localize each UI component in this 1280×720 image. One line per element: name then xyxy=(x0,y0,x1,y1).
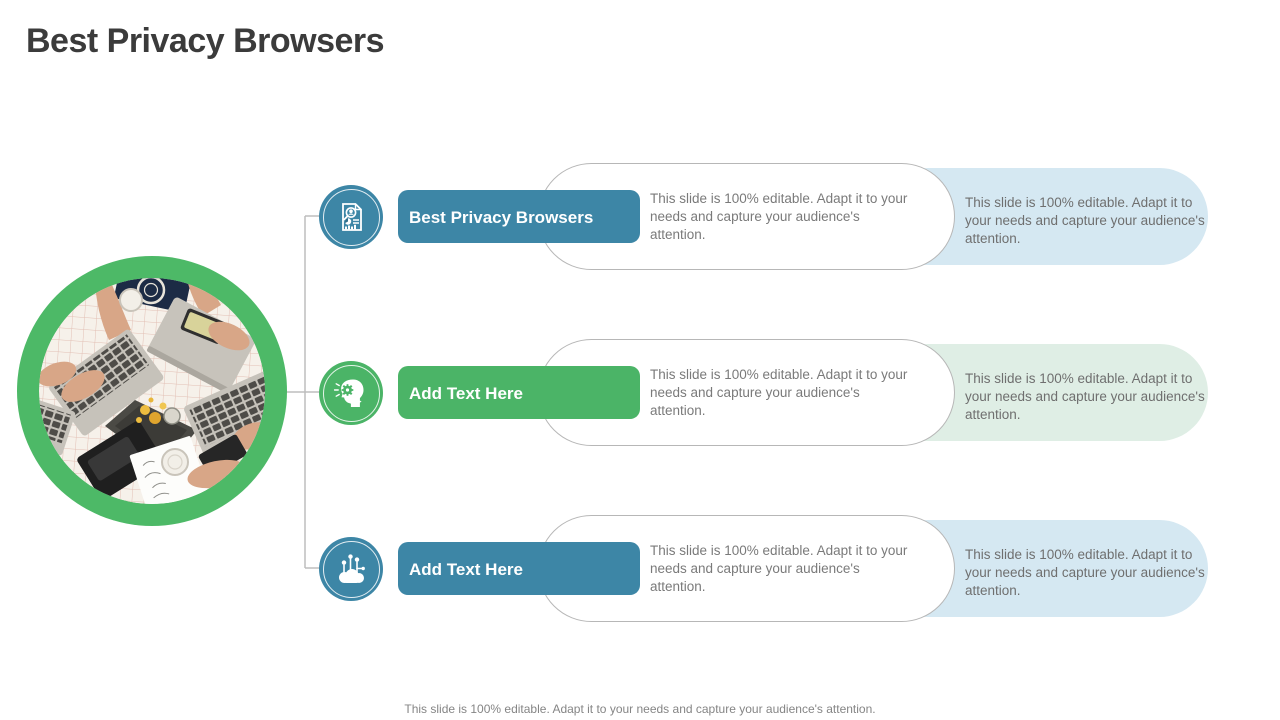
row-label-button[interactable]: Add Text Here xyxy=(398,366,640,419)
page-title: Best Privacy Browsers xyxy=(26,22,385,60)
team-photo xyxy=(39,278,265,504)
panel-text[interactable]: This slide is 100% editable. Adapt it to… xyxy=(650,543,908,594)
panel-text[interactable]: This slide is 100% editable. Adapt it to… xyxy=(650,367,908,418)
tinted-panel-text[interactable]: This slide is 100% editable. Adapt it to… xyxy=(965,195,1205,246)
creative-mind-icon xyxy=(319,361,383,425)
report-analysis-icon xyxy=(319,185,383,249)
footer-note: This slide is 100% editable. Adapt it to… xyxy=(404,702,876,716)
row-label-button[interactable]: Best Privacy Browsers xyxy=(398,190,640,243)
feature-row-1: This slide is 100% editable. Adapt it to… xyxy=(0,163,1280,270)
feature-row-3: This slide is 100% editable. Adapt it to… xyxy=(0,515,1280,622)
tinted-panel-text[interactable]: This slide is 100% editable. Adapt it to… xyxy=(965,547,1205,598)
tinted-panel-text[interactable]: This slide is 100% editable. Adapt it to… xyxy=(965,371,1205,422)
row-label-button[interactable]: Add Text Here xyxy=(398,542,640,595)
feature-row-2: This slide is 100% editable. Adapt it to… xyxy=(0,339,1280,446)
panel-text[interactable]: This slide is 100% editable. Adapt it to… xyxy=(650,191,908,242)
cloud-network-icon xyxy=(319,537,383,601)
hero-circle-image xyxy=(17,256,287,526)
